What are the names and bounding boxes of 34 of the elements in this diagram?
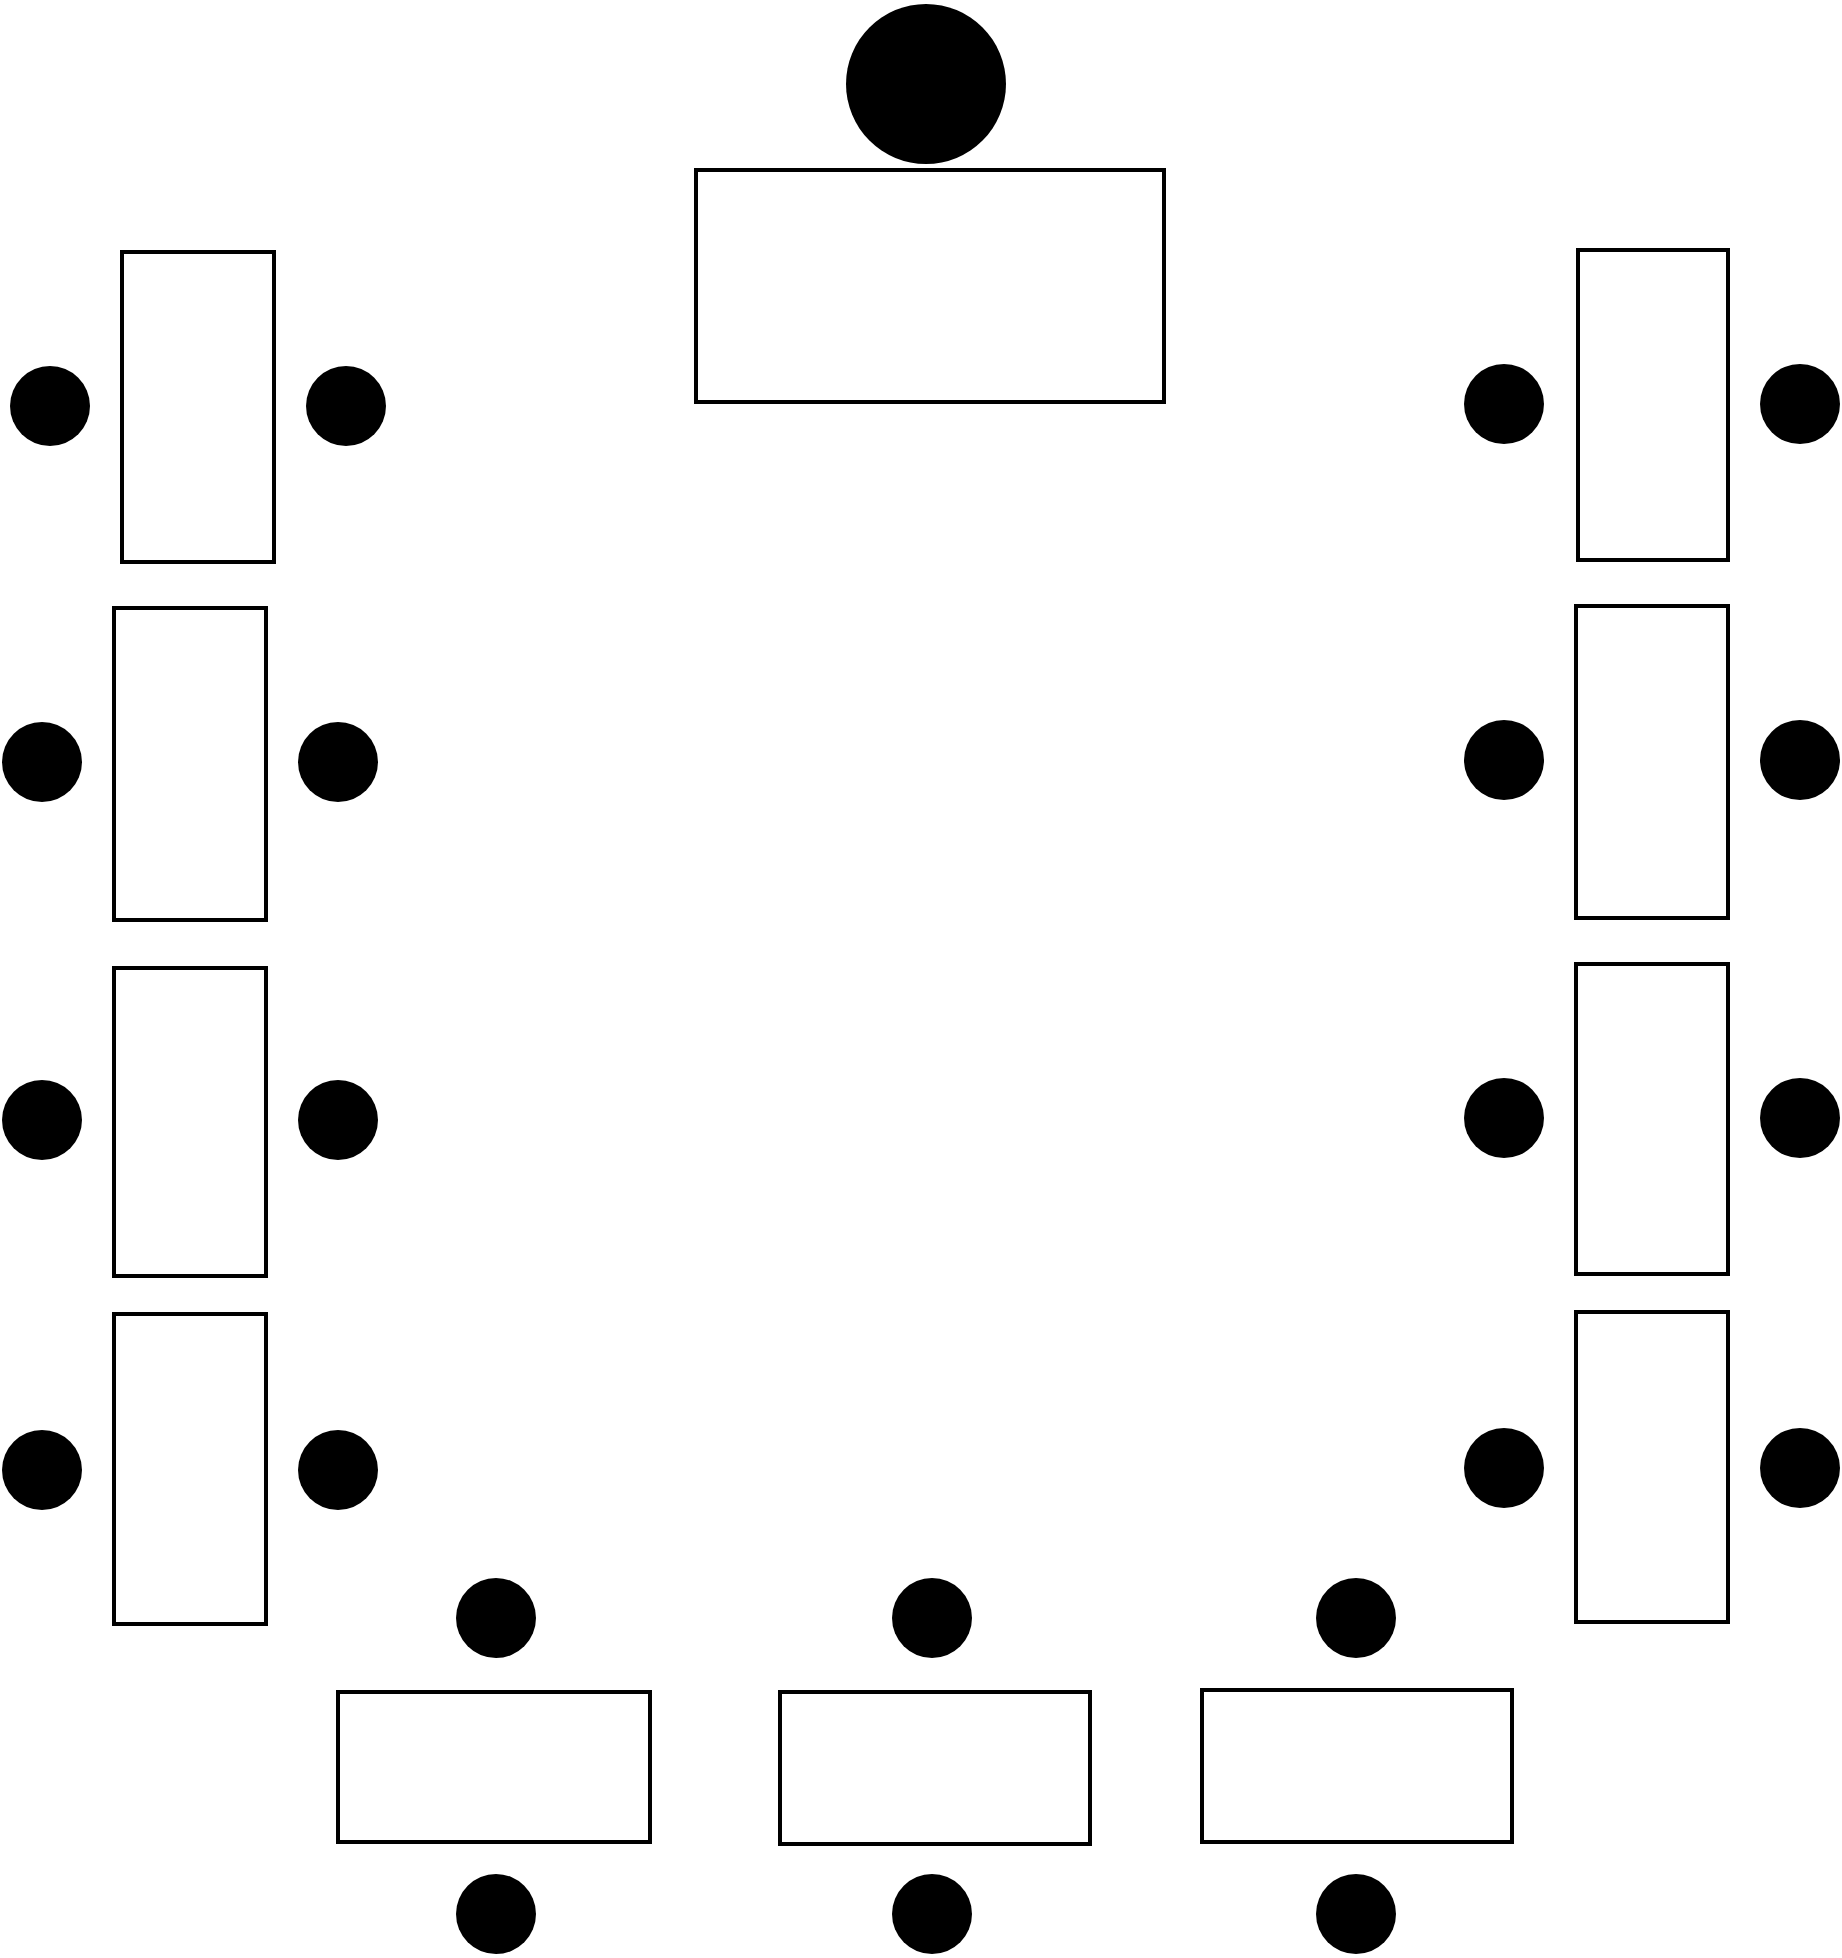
table-rectangle xyxy=(1200,1688,1514,1844)
person-dot xyxy=(456,1874,536,1954)
person-dot xyxy=(1760,720,1840,800)
person-dot xyxy=(892,1578,972,1658)
table-rectangle xyxy=(694,168,1166,404)
table-rectangle xyxy=(112,1312,268,1626)
table-rectangle xyxy=(1574,962,1730,1276)
table-rectangle xyxy=(336,1690,652,1844)
person-dot xyxy=(1464,364,1544,444)
person-dot xyxy=(10,366,90,446)
person-dot xyxy=(2,1080,82,1160)
person-dot xyxy=(892,1874,972,1954)
person-dot xyxy=(456,1578,536,1658)
table-rectangle xyxy=(112,606,268,922)
table-rectangle xyxy=(1574,1310,1730,1624)
person-dot xyxy=(1760,1078,1840,1158)
person-dot xyxy=(1464,1078,1544,1158)
person-dot xyxy=(1464,1428,1544,1508)
person-dot xyxy=(1316,1874,1396,1954)
person-dot xyxy=(1760,364,1840,444)
person-dot xyxy=(298,722,378,802)
person-dot xyxy=(1464,720,1544,800)
person-dot xyxy=(2,722,82,802)
table-rectangle xyxy=(1576,248,1730,562)
table-rectangle xyxy=(1574,604,1730,920)
person-dot xyxy=(2,1430,82,1510)
person-dot xyxy=(1316,1578,1396,1658)
person-dot xyxy=(306,366,386,446)
table-rectangle xyxy=(120,250,276,564)
person-dot xyxy=(298,1080,378,1160)
table-rectangle xyxy=(112,966,268,1278)
person-dot xyxy=(298,1430,378,1510)
table-rectangle xyxy=(778,1690,1092,1846)
person-dot xyxy=(1760,1428,1840,1508)
